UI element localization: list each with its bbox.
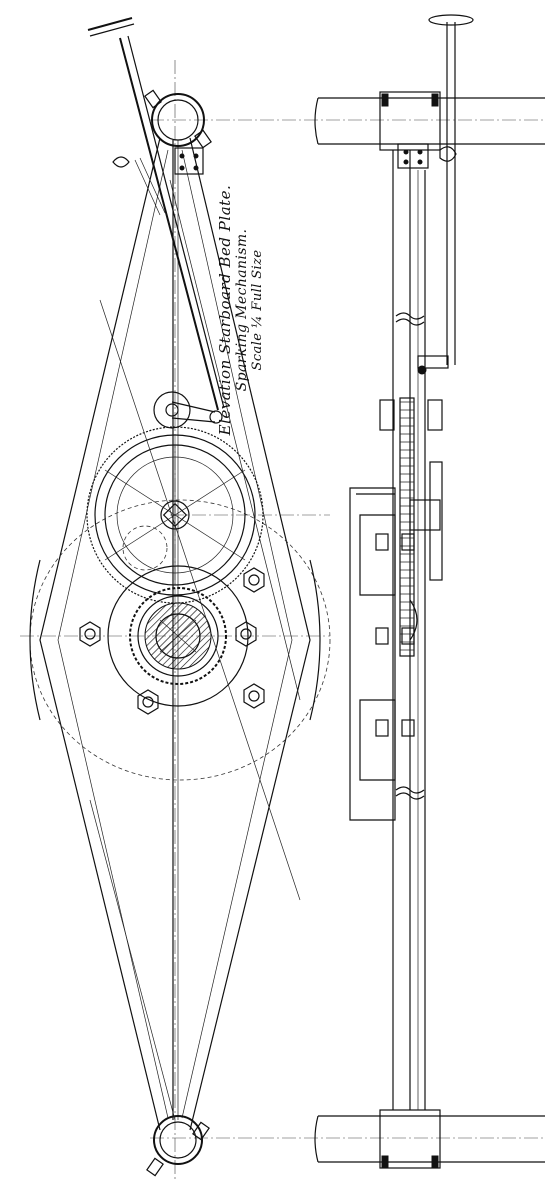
bolt [79, 621, 101, 647]
bottom-tube-clamp [146, 1115, 210, 1177]
plan-lever-rod [397, 14, 474, 375]
bed-plate-bar [392, 150, 426, 1110]
elevation-view [20, 17, 545, 1180]
bolt [235, 621, 257, 647]
sparking-lever [87, 17, 225, 411]
plan-view [314, 14, 545, 1169]
bolt [243, 567, 265, 593]
rocker-arm [153, 391, 223, 429]
bed-plate-frame [39, 137, 311, 1131]
break-mark-icon [395, 312, 425, 320]
gear-edge-plan [379, 397, 443, 657]
bottom-tube [314, 1109, 545, 1169]
bed-block [349, 487, 418, 821]
caption-title: Elevation Starboard Bed Plate. [216, 184, 234, 436]
top-tube-clamp [144, 89, 212, 149]
bolt [243, 683, 265, 709]
top-tube [314, 91, 545, 151]
caption-subtitle: Sparking Mechanism. [234, 228, 250, 392]
dotted-disc-outline [29, 499, 331, 781]
frame-bolts [79, 567, 265, 715]
main-hub [107, 565, 249, 707]
caption-scale: Scale ¼ Full Size [250, 249, 265, 371]
thumb-nut-icon [112, 156, 130, 168]
bolt [137, 689, 159, 715]
bracket-plate [174, 147, 204, 175]
drawing-caption: Elevation Starboard Bed Plate. Sparking … [216, 160, 265, 460]
large-gear [86, 426, 264, 604]
